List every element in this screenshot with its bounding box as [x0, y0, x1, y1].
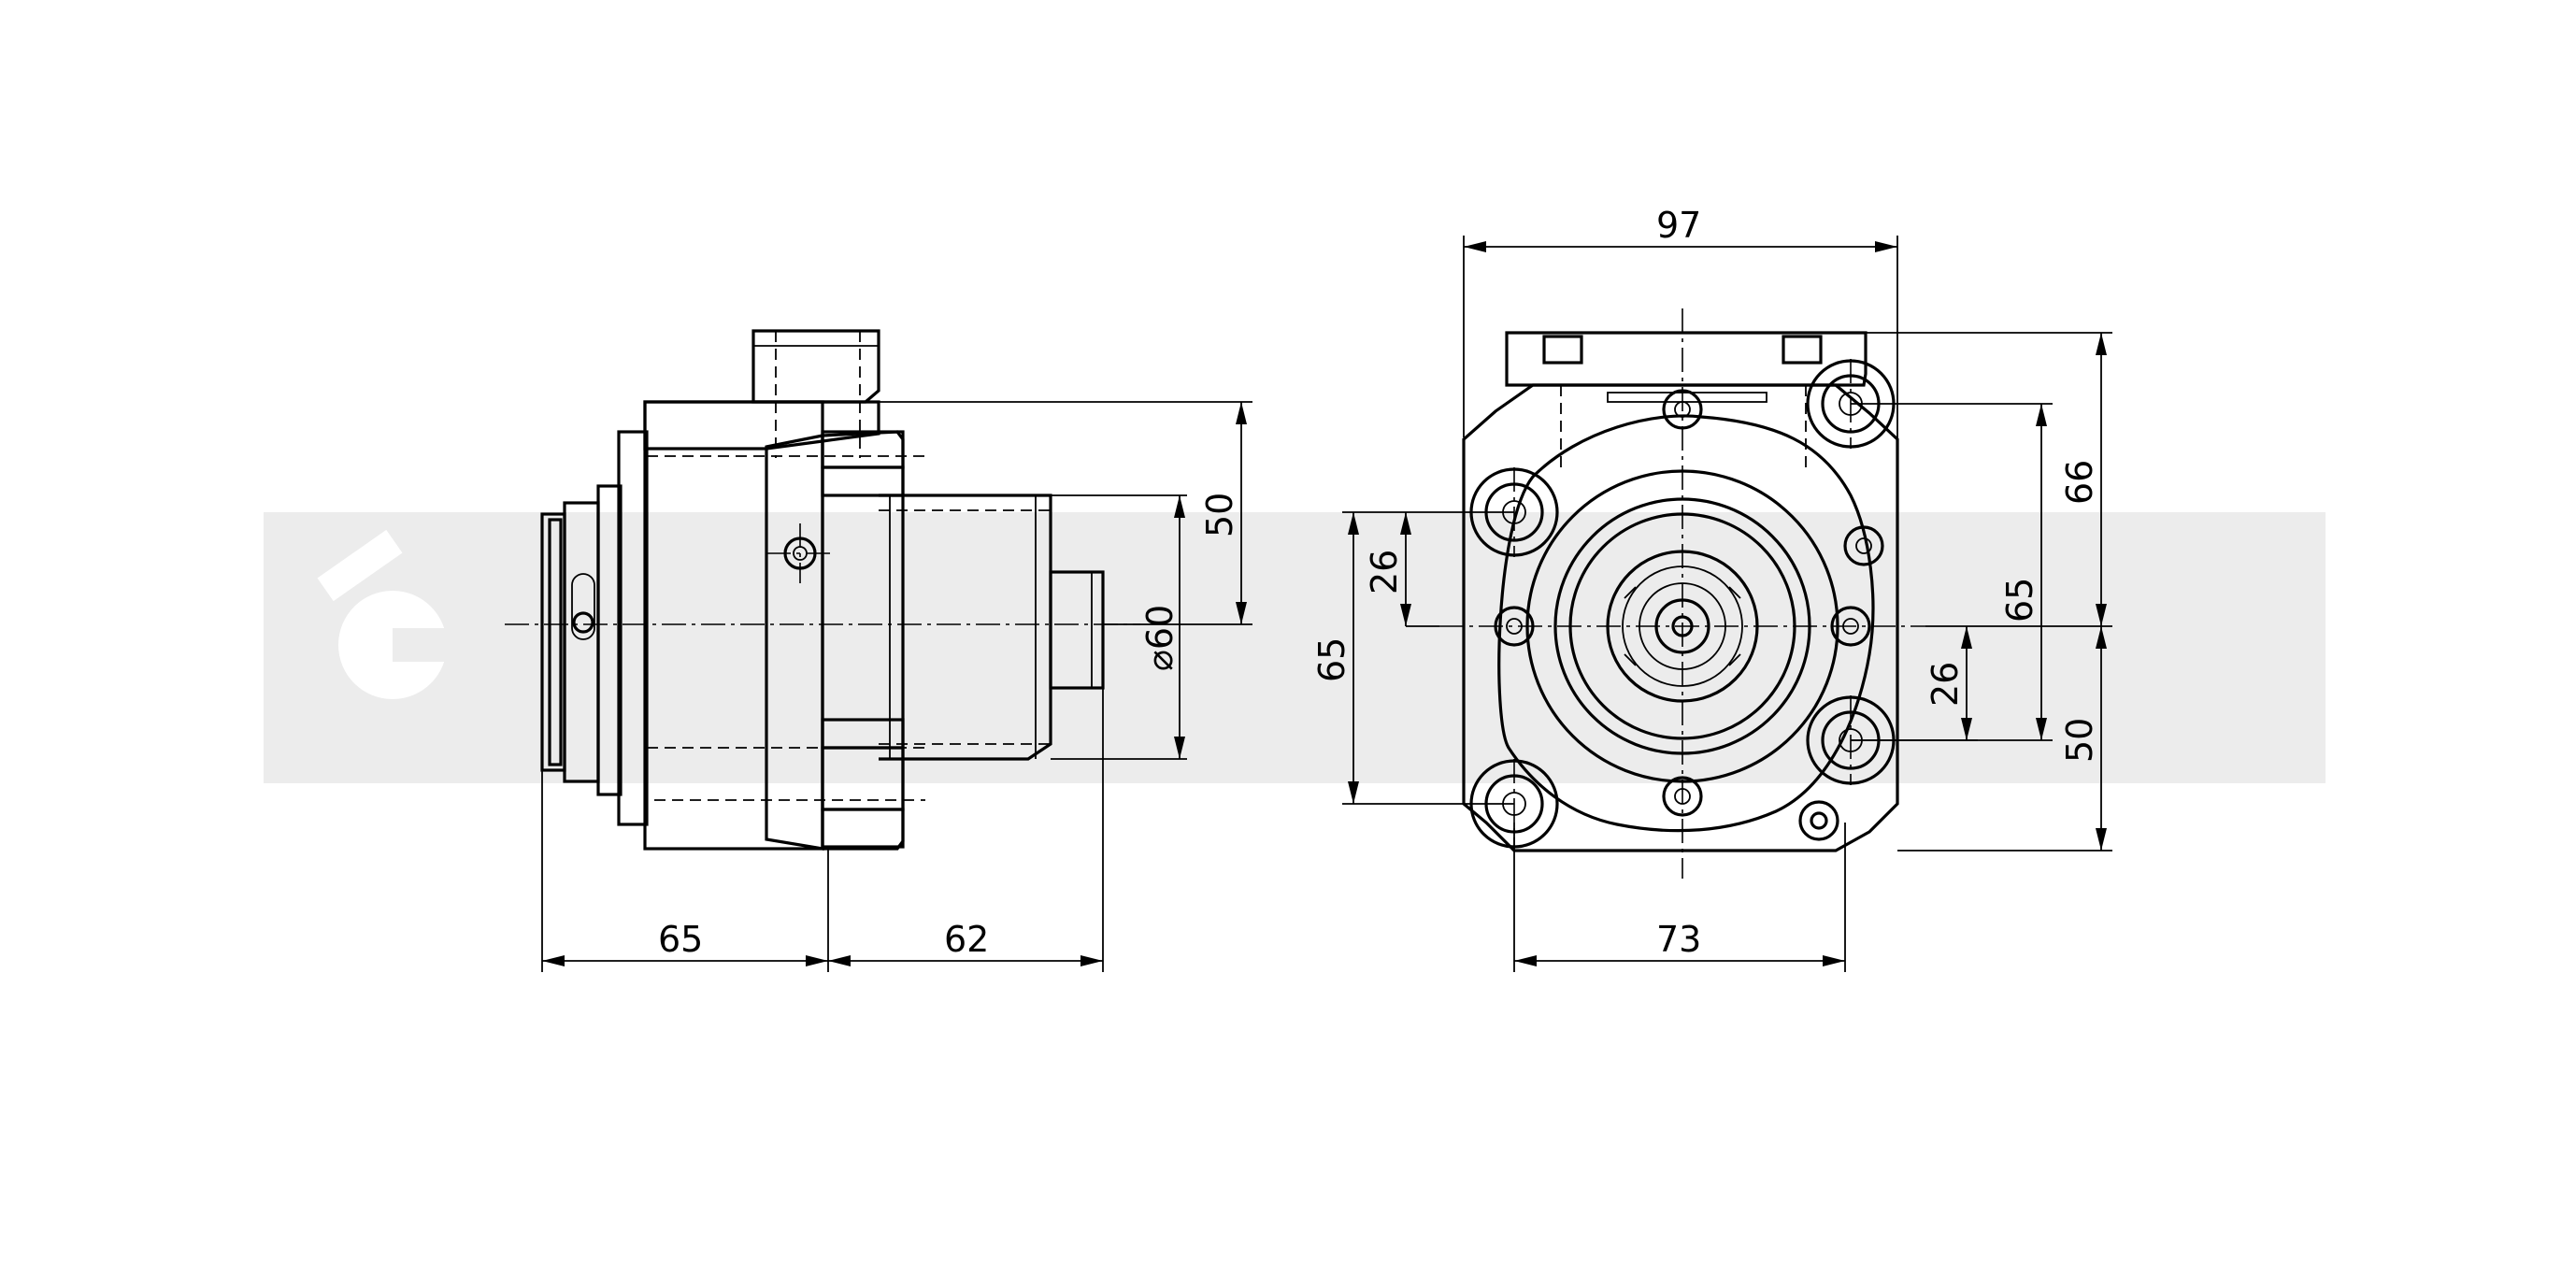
- dim-26-front-right: 26: [1925, 662, 1966, 707]
- dim-50-front: 50: [2059, 718, 2100, 763]
- dim-65-front-left: 65: [1311, 637, 1352, 682]
- front-view-dimensions: 97 66 50 65 26 65 26: [1311, 205, 2112, 972]
- dim-26-front-left: 26: [1364, 550, 1405, 594]
- dim-65-side: 65: [658, 919, 703, 960]
- watermark-logo-icon: [282, 529, 514, 755]
- dim-73: 73: [1656, 919, 1701, 960]
- dim-97: 97: [1656, 205, 1701, 246]
- watermark-text: EPPINGER: [519, 493, 2262, 837]
- side-view-dimensions: 50 ⌀60 65 62: [541, 401, 1252, 972]
- dim-50-side: 50: [1199, 493, 1240, 537]
- dim-65-front-right: 65: [1999, 578, 2040, 623]
- dim-66: 66: [2059, 460, 2100, 505]
- front-view: [1439, 308, 1925, 879]
- watermark: EPPINGER: [264, 493, 2326, 837]
- dim-diameter-60: ⌀60: [1139, 605, 1181, 671]
- dim-62-side: 62: [944, 919, 989, 960]
